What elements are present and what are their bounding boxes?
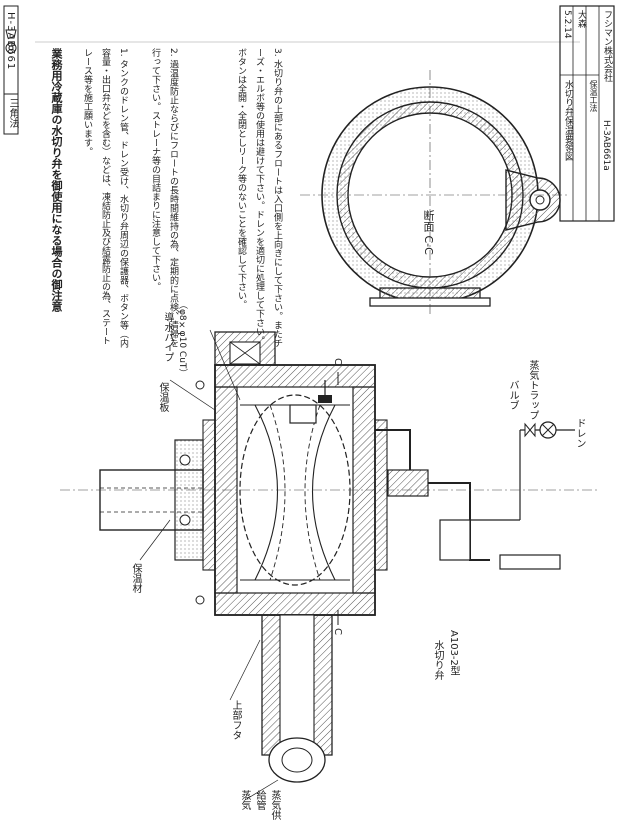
note-item-3: 3. 水切り弁の上部にあるフロートは入口側を上向きにして下さい。またチーズ・エル…	[236, 48, 282, 348]
label-tube-spec: （φ8×φ10 CuT）	[177, 300, 187, 378]
projection-label: 三角法	[7, 98, 18, 128]
title-main: 水切り弁保温要領図	[563, 80, 573, 161]
label-cover: 保温材	[130, 563, 141, 593]
label-section-mark-bottom: C	[332, 628, 343, 635]
label-steam: 蒸気	[239, 790, 250, 810]
label-upper-cover: 上部フタ	[230, 700, 241, 740]
label-section-mark-top: C	[332, 358, 343, 365]
notes-heading: 業務用冷蔵庫の水切り弁を御使用になる場合の御注意	[50, 48, 63, 312]
section-cc-label: 断面 C-C	[422, 210, 435, 255]
label-drain: ドレン	[574, 418, 585, 448]
label-steam-trap: 蒸気トラップ	[527, 360, 538, 420]
section-view-cc	[300, 70, 570, 315]
label-valve-body: 水切り弁	[432, 640, 443, 680]
note-item-2: 2. 過温度防止ならびにフロートの長時間維持の為、定期的に点検、清掃を行って下さ…	[150, 48, 178, 348]
title-drawing-number: H-3AB661a	[601, 120, 611, 171]
label-valve-model: A103-2型	[448, 630, 459, 676]
main-assembly-view	[60, 329, 600, 801]
label-mounting-plate: 保温板	[157, 382, 168, 412]
title-subtitle: 保温工法	[589, 80, 598, 112]
title-company: フシマン株式会社	[602, 10, 612, 82]
label-tube: 導水パイプ	[162, 312, 173, 362]
title-date: 5.2.14	[562, 10, 572, 39]
title-block-frame	[559, 5, 615, 222]
third-angle-projection-icon	[5, 29, 17, 54]
drawing-number-top: H-3AB661	[5, 12, 16, 71]
projection-frame	[3, 5, 19, 135]
label-supply-pipe: 蒸気供給管	[254, 790, 280, 820]
label-valve: バルブ	[507, 380, 518, 410]
note-item-1: 1. タンクのドレン管、ドレン受け、水切り弁周辺の保護器、ボタン等（内容量・出口…	[82, 48, 128, 348]
title-drawer: 大森	[576, 10, 586, 28]
